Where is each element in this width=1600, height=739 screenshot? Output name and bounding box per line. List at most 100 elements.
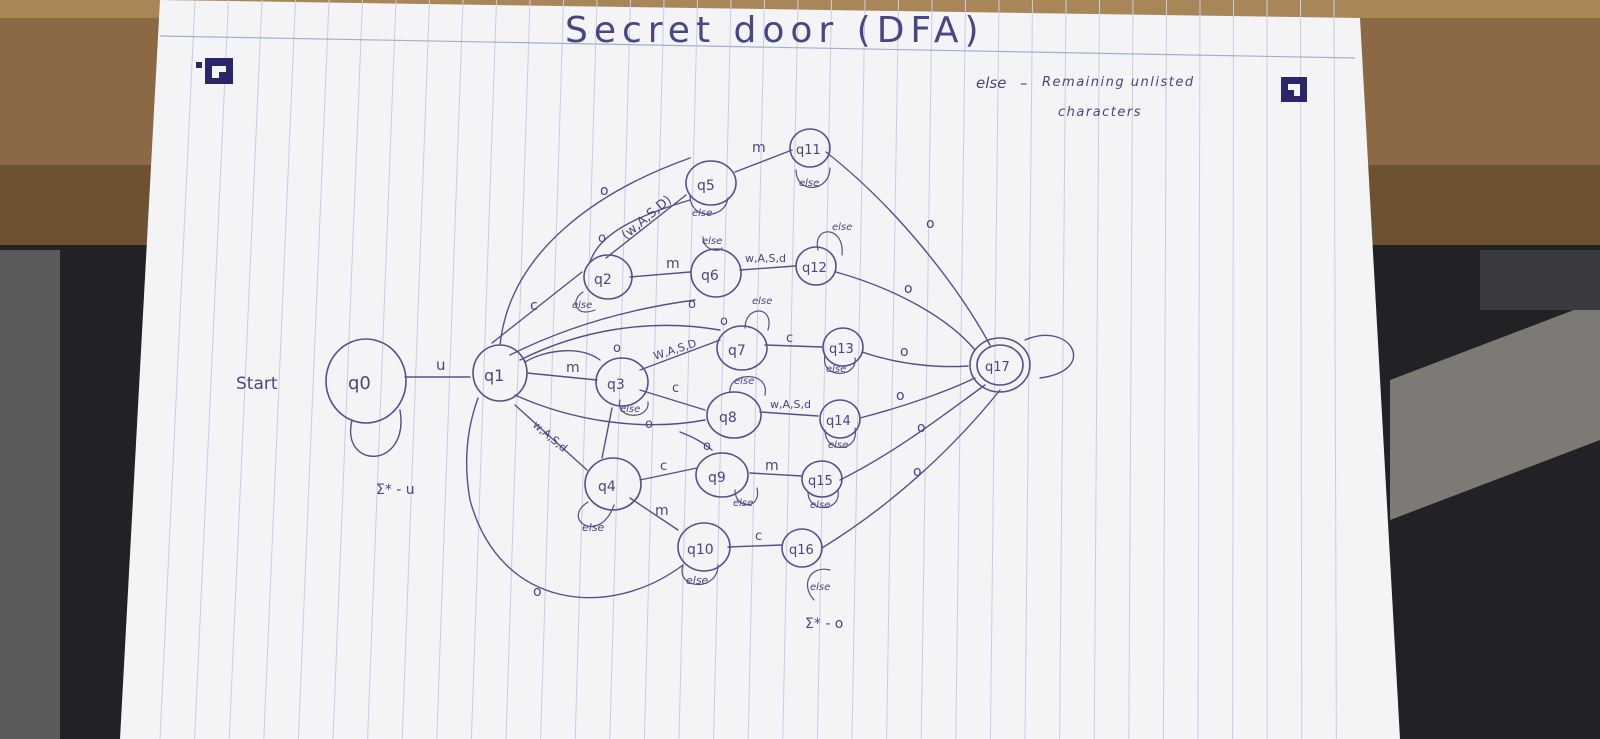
state-q17-accepting: q17	[969, 337, 1031, 393]
loop-q15	[807, 489, 839, 509]
rule-line	[540, 0, 564, 739]
loop-q10	[681, 564, 719, 586]
loop-q14	[824, 427, 856, 448]
label-c-q1-q2: c	[530, 298, 538, 314]
rule-line	[263, 0, 296, 739]
edge-q3-q7	[639, 339, 721, 371]
edge-q9-q8	[679, 431, 713, 451]
label-o-q15-q17: o	[917, 420, 926, 436]
svg-text:q5: q5	[697, 178, 715, 194]
rule-line	[1300, 0, 1303, 739]
svg-text:q16: q16	[789, 543, 814, 558]
rule-line	[678, 0, 698, 739]
rule-line	[955, 0, 966, 739]
edge-q11-q17	[825, 151, 991, 346]
chair-bar	[1390, 300, 1600, 520]
edge-q3-q1	[524, 350, 601, 363]
loop-q16	[807, 568, 831, 601]
loop-q2	[575, 291, 596, 313]
loop-q12	[816, 231, 843, 256]
label-o-q13-q17: o	[900, 344, 909, 360]
transitions	[349, 149, 1075, 601]
else-q6: else	[702, 236, 722, 247]
state-q13: q13	[822, 327, 864, 367]
rule-line	[1333, 0, 1337, 739]
rule-line	[643, 0, 665, 739]
edge-q14-q17	[859, 377, 976, 419]
state-q1: q1	[472, 344, 528, 402]
svg-text:q10: q10	[687, 542, 714, 558]
state-q4: q4	[584, 457, 642, 511]
svg-text:q15: q15	[808, 474, 833, 489]
svg-text:q6: q6	[701, 268, 719, 284]
svg-text:q13: q13	[829, 342, 854, 357]
state-q6: q6	[690, 248, 742, 298]
rule-line	[574, 0, 598, 739]
rule-line	[159, 0, 196, 739]
rule-line	[713, 0, 732, 739]
edge-q9-q15	[749, 472, 803, 477]
label-o-q7: o	[720, 314, 728, 329]
edge-q7-q13	[764, 344, 823, 348]
label-u: u	[436, 356, 446, 374]
header-rule	[159, 35, 1356, 59]
state-q5: q5	[685, 160, 737, 206]
loop-q8	[729, 376, 766, 396]
rule-line	[367, 0, 397, 739]
else-q15: else	[810, 500, 830, 511]
loop-q11	[795, 167, 831, 188]
loop-q0	[349, 409, 402, 457]
edge-q5-q11	[734, 149, 793, 173]
edge-q12-q17	[835, 271, 976, 351]
edge-q8-q1	[514, 394, 706, 426]
edge-q4-q10	[629, 497, 679, 531]
edge-q7-q1	[519, 324, 721, 361]
state-q3: q3	[595, 357, 649, 407]
rule-line	[851, 0, 866, 739]
svg-text:q7: q7	[728, 343, 746, 359]
label-o-q2: o	[598, 231, 606, 246]
svg-text:q9: q9	[708, 470, 726, 486]
rule-line	[470, 0, 497, 739]
state-q10: q10	[677, 522, 731, 572]
edge-q6-q1	[509, 299, 696, 356]
legend-note: else – Remaining unlisted characters	[976, 74, 1193, 120]
svg-text:q1: q1	[484, 366, 504, 385]
state-q8: q8	[706, 391, 762, 439]
rule-line	[1128, 0, 1134, 739]
edge-q6-q12	[739, 265, 796, 271]
loop-q9	[734, 487, 759, 506]
rule-line	[1162, 0, 1167, 739]
state-q15: q15	[801, 460, 843, 498]
label-o-q14-q17: o	[896, 388, 905, 404]
state-q14: q14	[819, 399, 861, 439]
state-q7: q7	[716, 325, 768, 371]
state-q16: q16	[781, 528, 823, 568]
label-sigma-o: Σ* - o	[805, 616, 843, 632]
label-m-q1-q3: m	[566, 360, 580, 376]
label-m-q2-q6: m	[666, 256, 680, 272]
rule-line	[920, 0, 933, 739]
else-q14: else	[828, 440, 848, 451]
rule-line	[194, 0, 229, 739]
loop-q5	[689, 195, 729, 215]
else-q10: else	[686, 574, 709, 587]
svg-text:q12: q12	[802, 261, 827, 276]
title: Secret door (DFA)	[565, 10, 985, 51]
else-q4: else	[582, 521, 605, 534]
label-m-q9-q15: m	[765, 458, 779, 474]
else-q11: else	[799, 178, 819, 189]
rule-line	[1024, 0, 1033, 739]
rule-line	[505, 0, 531, 739]
rule-line	[332, 0, 363, 739]
label-o-q10-q1: o	[533, 584, 542, 600]
ruled-lines	[159, 0, 1337, 739]
label-sigma-u: Σ* - u	[376, 482, 415, 498]
state-q11: q11	[789, 128, 831, 168]
note-dash: –	[1020, 74, 1028, 92]
else-q16: else	[810, 582, 830, 593]
rule-line	[816, 0, 832, 739]
state-q12: q12	[795, 246, 837, 286]
rule-line	[782, 0, 799, 739]
